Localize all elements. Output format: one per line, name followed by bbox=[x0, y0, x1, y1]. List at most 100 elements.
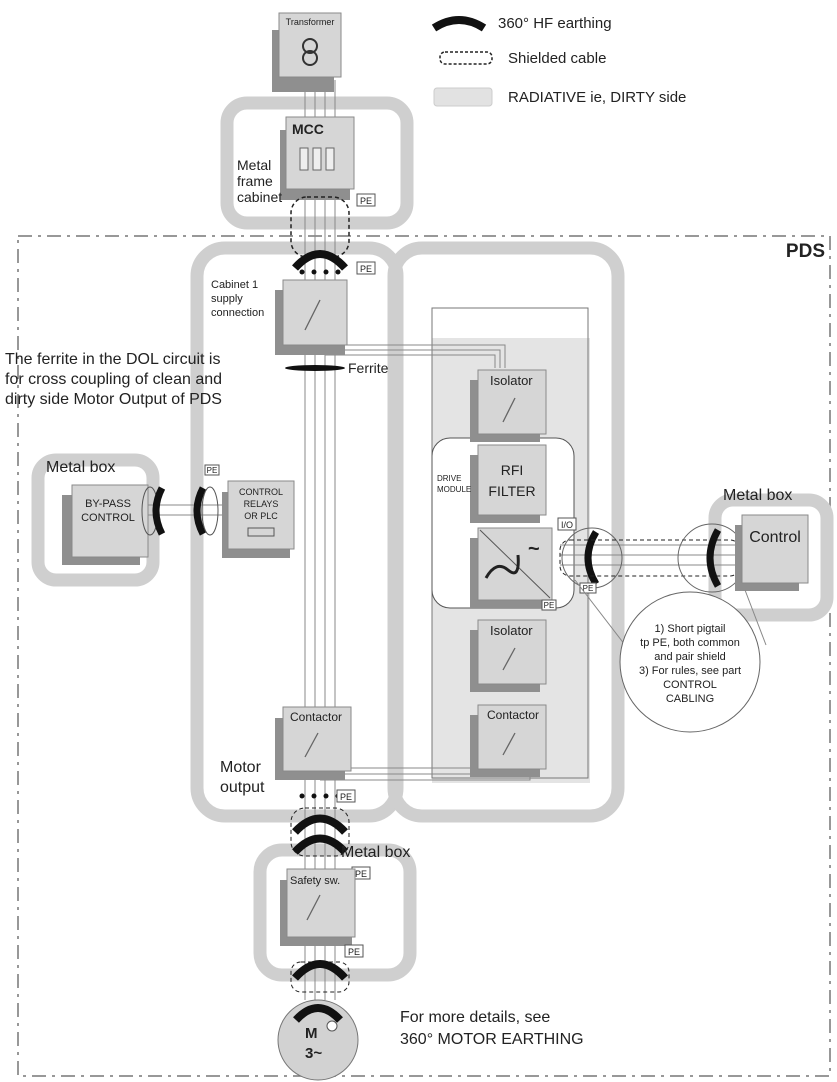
shielded-cable-top bbox=[290, 196, 350, 258]
pds-label: PDS bbox=[786, 241, 825, 262]
relay-coil bbox=[247, 527, 275, 537]
pds-boundary bbox=[17, 235, 831, 1077]
transformer-label: Transformer bbox=[286, 17, 335, 27]
note-line-2: tp PE, both common bbox=[640, 637, 740, 649]
cab1-contactor-box bbox=[282, 706, 352, 772]
isolator-bottom-box bbox=[477, 619, 547, 685]
bypass-metal-box bbox=[31, 453, 160, 587]
rfi-label-2: FILTER bbox=[488, 483, 535, 499]
transformer-coil-bottom bbox=[302, 50, 318, 66]
note-line-3: and pair shield bbox=[654, 651, 726, 663]
pe-box-bottom bbox=[344, 944, 364, 958]
legend-shielded-cable-label: Shielded cable bbox=[508, 50, 606, 67]
isolator-top-label: Isolator bbox=[490, 373, 533, 388]
relays-label-3: OR PLC bbox=[244, 511, 278, 521]
transformer-box bbox=[278, 12, 342, 78]
mcc-label: MCC bbox=[292, 121, 324, 137]
fuse-1 bbox=[299, 147, 309, 171]
pe-box-relays bbox=[204, 464, 220, 476]
fuse-3 bbox=[325, 147, 335, 171]
cab1-switch-box bbox=[282, 279, 348, 346]
converter-variable-icon bbox=[484, 554, 520, 579]
motor-output-label-2: output bbox=[220, 779, 265, 796]
safety-blade bbox=[306, 894, 321, 921]
pe-label-converter: PE bbox=[544, 601, 555, 610]
details-line-2: 360° MOTOR EARTHING bbox=[400, 1031, 584, 1048]
ferrite-core bbox=[285, 365, 345, 371]
motor-output-label-1: Motor bbox=[220, 759, 262, 776]
pe-box-cab1 bbox=[356, 261, 376, 275]
ferrite-label: Ferrite bbox=[348, 360, 389, 376]
note-line-6: CABLING bbox=[666, 693, 714, 705]
pds-contactor-label: Contactor bbox=[487, 708, 539, 722]
cab1-switch-blade bbox=[304, 299, 321, 331]
fuse-2 bbox=[312, 147, 322, 171]
pds-contactor-box bbox=[477, 704, 547, 770]
metal-frame-label-3: cabinet bbox=[237, 189, 282, 205]
motor-m-label: M bbox=[305, 1025, 318, 1042]
drive-module-label-2: MODULE bbox=[437, 485, 471, 494]
cab1-contactor-blade bbox=[304, 732, 319, 758]
pe-box-top bbox=[356, 193, 376, 207]
hf-earthing-motor-mid bbox=[292, 834, 348, 855]
pe-label-bottom: PE bbox=[348, 947, 360, 957]
hf-earthing-control-right bbox=[706, 528, 722, 588]
control-label: Control bbox=[749, 529, 801, 546]
note-pointer-1 bbox=[574, 579, 626, 646]
isolator-top-blade bbox=[502, 397, 516, 423]
metal-box-label-control: Metal box bbox=[723, 487, 792, 504]
bypass-cable-clamp-right bbox=[201, 486, 219, 536]
legend-radiative-label: RADIATIVE ie, DIRTY side bbox=[508, 89, 686, 106]
metal-frame-label-2: frame bbox=[237, 173, 273, 189]
pds-contactor-blade bbox=[502, 732, 516, 756]
isolator-top-box bbox=[477, 369, 547, 435]
hf-earthing-motor bbox=[293, 1004, 343, 1023]
control-metal-box bbox=[708, 493, 834, 622]
transformer-coil-top bbox=[302, 38, 318, 54]
legend-shielded-cable-icon bbox=[439, 51, 493, 65]
mcc-cabinet-frame bbox=[220, 96, 414, 230]
relays-box bbox=[227, 480, 295, 550]
ferrite-note-line-1: The ferrite in the DOL circuit is bbox=[5, 351, 220, 368]
hf-earthing-bypass-right bbox=[193, 486, 207, 536]
pe-label-cab1: PE bbox=[360, 264, 372, 274]
pe-box-converter bbox=[541, 599, 557, 611]
converter-diagonal bbox=[479, 529, 551, 599]
rfi-label-1: RFI bbox=[501, 462, 524, 478]
hf-earthing-bottom bbox=[292, 960, 348, 981]
pds-cabinet-frame bbox=[387, 241, 625, 823]
note-line-5: CONTROL bbox=[663, 679, 717, 691]
drive-module-label-1: DRIVE bbox=[437, 474, 461, 483]
metal-box-label-bypass: Metal box bbox=[46, 459, 115, 476]
cabinet1-label-1: Cabinet 1 bbox=[211, 279, 258, 291]
cabinet1-label-2: supply bbox=[211, 293, 243, 305]
ferrite-note-line-3: dirty side Motor Output of PDS bbox=[5, 391, 222, 408]
bypass-label-1: BY-PASS bbox=[85, 498, 131, 510]
earthing-dots-top bbox=[299, 269, 341, 275]
details-line-1: For more details, see bbox=[400, 1009, 550, 1026]
safety-label: Safety sw. bbox=[290, 875, 340, 887]
legend-radiative-icon bbox=[433, 87, 493, 107]
pe-label-top: PE bbox=[360, 196, 372, 206]
hf-earthing-bypass-left bbox=[152, 486, 166, 536]
bypass-label-2: CONTROL bbox=[81, 512, 135, 524]
note-pointer-2 bbox=[744, 589, 767, 646]
isolator-bottom-label: Isolator bbox=[490, 623, 533, 638]
cabinet1-label-3: connection bbox=[211, 307, 264, 319]
pe-box-motor-output bbox=[336, 789, 356, 803]
io-label: I/O bbox=[561, 520, 573, 530]
earthing-dots-motor bbox=[299, 793, 341, 799]
shielded-cable-motor bbox=[290, 807, 350, 857]
relays-label-2: RELAYS bbox=[244, 499, 279, 509]
pe-label-safety: PE bbox=[355, 869, 367, 879]
metal-frame-label-1: Metal bbox=[237, 157, 271, 173]
pe-label-control: PE bbox=[583, 584, 594, 593]
hf-earthing-motor-top bbox=[292, 814, 348, 835]
converter-ac-glyph: ~ bbox=[528, 538, 540, 560]
relays-label-1: CONTROL bbox=[239, 487, 283, 497]
earth-symbol-icon bbox=[326, 1020, 338, 1032]
bypass-box bbox=[71, 484, 149, 558]
metal-box-label-safety: Metal box bbox=[341, 844, 410, 861]
legend-hf-earthing-icon bbox=[431, 16, 487, 32]
